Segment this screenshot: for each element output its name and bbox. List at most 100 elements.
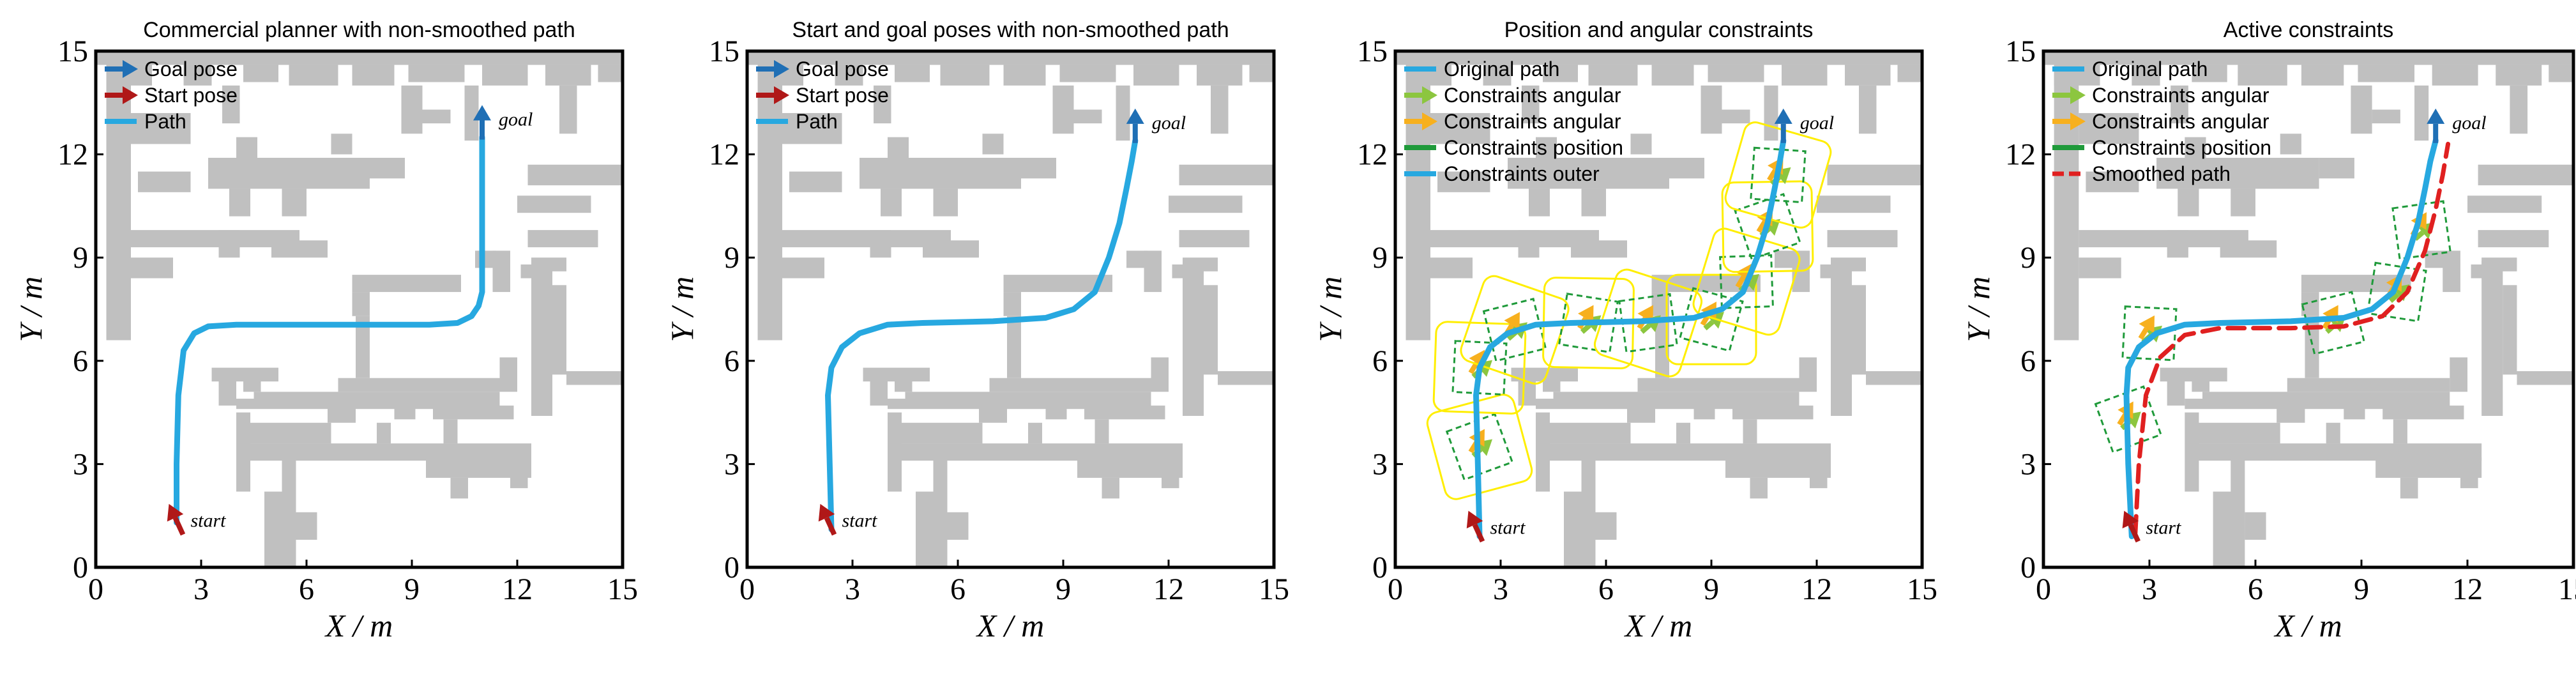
constraint-position-box bbox=[2366, 261, 2427, 323]
start-pose-arrow bbox=[818, 503, 837, 536]
chart-panel-1: Commercial planner with non-smoothed pat… bbox=[13, 18, 638, 643]
y-tick-label: 3 bbox=[724, 447, 739, 481]
start-pose-arrow-shaft bbox=[1472, 523, 1485, 543]
goal-pose-arrow bbox=[1774, 108, 1792, 143]
constraint-position-box bbox=[1719, 254, 1774, 309]
legend-angular-arrow bbox=[1404, 112, 1437, 130]
x-tick-label: 0 bbox=[88, 572, 103, 606]
legend-entry-label: Constraints position bbox=[2092, 136, 2271, 159]
y-axis-label: Y / m bbox=[664, 277, 700, 342]
constraint-angular-orange-arrow-shaft bbox=[2138, 327, 2149, 340]
start-pose-arrow-shaft bbox=[172, 516, 186, 536]
y-tick-label: 6 bbox=[2020, 344, 2036, 378]
legend-angular-arrow bbox=[2052, 112, 2086, 130]
legend-swatch bbox=[2052, 112, 2086, 130]
x-tick-label: 12 bbox=[2452, 572, 2483, 606]
constraint-angular-orange-arrow-head bbox=[2139, 315, 2155, 333]
constraint-outer-box bbox=[1460, 275, 1570, 385]
legend-goal-arrow-head bbox=[123, 60, 138, 78]
start-pose-arrow bbox=[167, 503, 186, 536]
legend-goal-arrow bbox=[756, 60, 789, 78]
goal-pose-arrow-head bbox=[1126, 108, 1144, 124]
legend-swatch bbox=[756, 60, 789, 78]
y-axis-label: Y / m bbox=[1960, 277, 1996, 342]
y-axis-label: Y / m bbox=[13, 277, 49, 342]
y-tick-label: 3 bbox=[2020, 447, 2036, 481]
start-pose-arrow-head bbox=[1466, 510, 1483, 529]
constraint-position-box bbox=[1445, 413, 1514, 481]
x-tick-label: 12 bbox=[1801, 572, 1832, 606]
goal-pose-arrow bbox=[1126, 108, 1144, 143]
start-label: start bbox=[842, 510, 878, 532]
x-axis-label: X / m bbox=[1624, 608, 1693, 643]
x-tick-label: 3 bbox=[193, 572, 209, 606]
legend-entry-label: Constraints angular bbox=[2092, 110, 2269, 133]
constraint-angular-orange-arrow bbox=[2138, 315, 2155, 340]
legend-start-arrow bbox=[756, 86, 789, 104]
legend-angular-arrow-head bbox=[2070, 86, 2086, 104]
chart-panel-3: Position and angular constraints00336699… bbox=[1312, 18, 1937, 643]
legend-angular-arrow bbox=[2052, 86, 2086, 104]
constraint-angular-orange-arrow-shaft bbox=[1735, 275, 1746, 288]
y-tick-label: 6 bbox=[724, 344, 739, 378]
legend-entry-label: Path bbox=[144, 110, 186, 133]
constraint-outer-box bbox=[1593, 268, 1703, 378]
x-tick-label: 3 bbox=[2142, 572, 2157, 606]
legend-angular-arrow-head bbox=[2070, 112, 2086, 130]
chart-panel-2: Start and goal poses with non-smoothed p… bbox=[664, 18, 1289, 643]
constraint-angular-green-arrow-shaft bbox=[1640, 323, 1651, 334]
chart-title: Active constraints bbox=[2224, 18, 2393, 42]
start-pose-arrow bbox=[1466, 510, 1485, 543]
constraint-position-box bbox=[2094, 385, 2162, 454]
x-tick-label: 3 bbox=[1493, 572, 1508, 606]
y-tick-label: 9 bbox=[2020, 241, 2036, 275]
goal-label: goal bbox=[2452, 112, 2486, 134]
goal-pose-arrow bbox=[473, 105, 491, 140]
x-axis-label: X / m bbox=[324, 608, 393, 643]
legend-angular-arrow bbox=[1404, 86, 1437, 104]
x-tick-label: 0 bbox=[739, 572, 755, 606]
start-label: start bbox=[1490, 517, 1526, 539]
constraint-angular-orange-arrow-head bbox=[1504, 312, 1520, 330]
goal-pose-arrow-head bbox=[1774, 108, 1792, 124]
legend-entry-label: Goal pose bbox=[796, 57, 889, 80]
y-tick-label: 9 bbox=[1372, 241, 1388, 275]
constraint-angular-green-arrow-shaft bbox=[1703, 319, 1715, 331]
legend-entry-label: Smoothed path bbox=[2092, 162, 2231, 185]
legend-entry-label: Path bbox=[796, 110, 838, 133]
start-label: start bbox=[191, 510, 227, 532]
y-tick-label: 9 bbox=[724, 241, 739, 275]
legend-entry-label: Start pose bbox=[144, 84, 238, 107]
legend-start-arrow-head bbox=[123, 86, 138, 104]
x-axis-label: X / m bbox=[976, 608, 1045, 643]
goal-pose-arrow-head bbox=[473, 105, 491, 121]
path-line bbox=[174, 134, 485, 526]
x-tick-label: 0 bbox=[1388, 572, 1403, 606]
legend-swatch bbox=[1404, 112, 1437, 130]
y-tick-label: 12 bbox=[709, 138, 739, 172]
x-tick-label: 15 bbox=[607, 572, 638, 606]
start-pose-arrow bbox=[2122, 510, 2140, 543]
y-tick-label: 6 bbox=[1372, 344, 1388, 378]
chart-title: Start and goal poses with non-smoothed p… bbox=[792, 18, 1229, 42]
y-tick-label: 9 bbox=[73, 241, 88, 275]
legend-entry-label: Start pose bbox=[796, 84, 889, 107]
constraint-angular-green-arrow-shaft bbox=[1580, 323, 1591, 334]
x-tick-label: 15 bbox=[2558, 572, 2576, 606]
goal-label: goal bbox=[1152, 112, 1186, 134]
y-tick-label: 3 bbox=[73, 447, 88, 481]
goal-label: goal bbox=[1800, 112, 1834, 134]
legend-start-arrow-head bbox=[774, 86, 789, 104]
x-tick-label: 9 bbox=[1056, 572, 1071, 606]
x-tick-label: 3 bbox=[845, 572, 860, 606]
path-line bbox=[1473, 137, 1787, 539]
legend-swatch bbox=[2052, 86, 2086, 104]
x-tick-label: 0 bbox=[2036, 572, 2051, 606]
x-tick-label: 12 bbox=[1153, 572, 1184, 606]
legend-entry-label: Constraints position bbox=[1444, 136, 1623, 159]
goal-label: goal bbox=[499, 109, 533, 130]
